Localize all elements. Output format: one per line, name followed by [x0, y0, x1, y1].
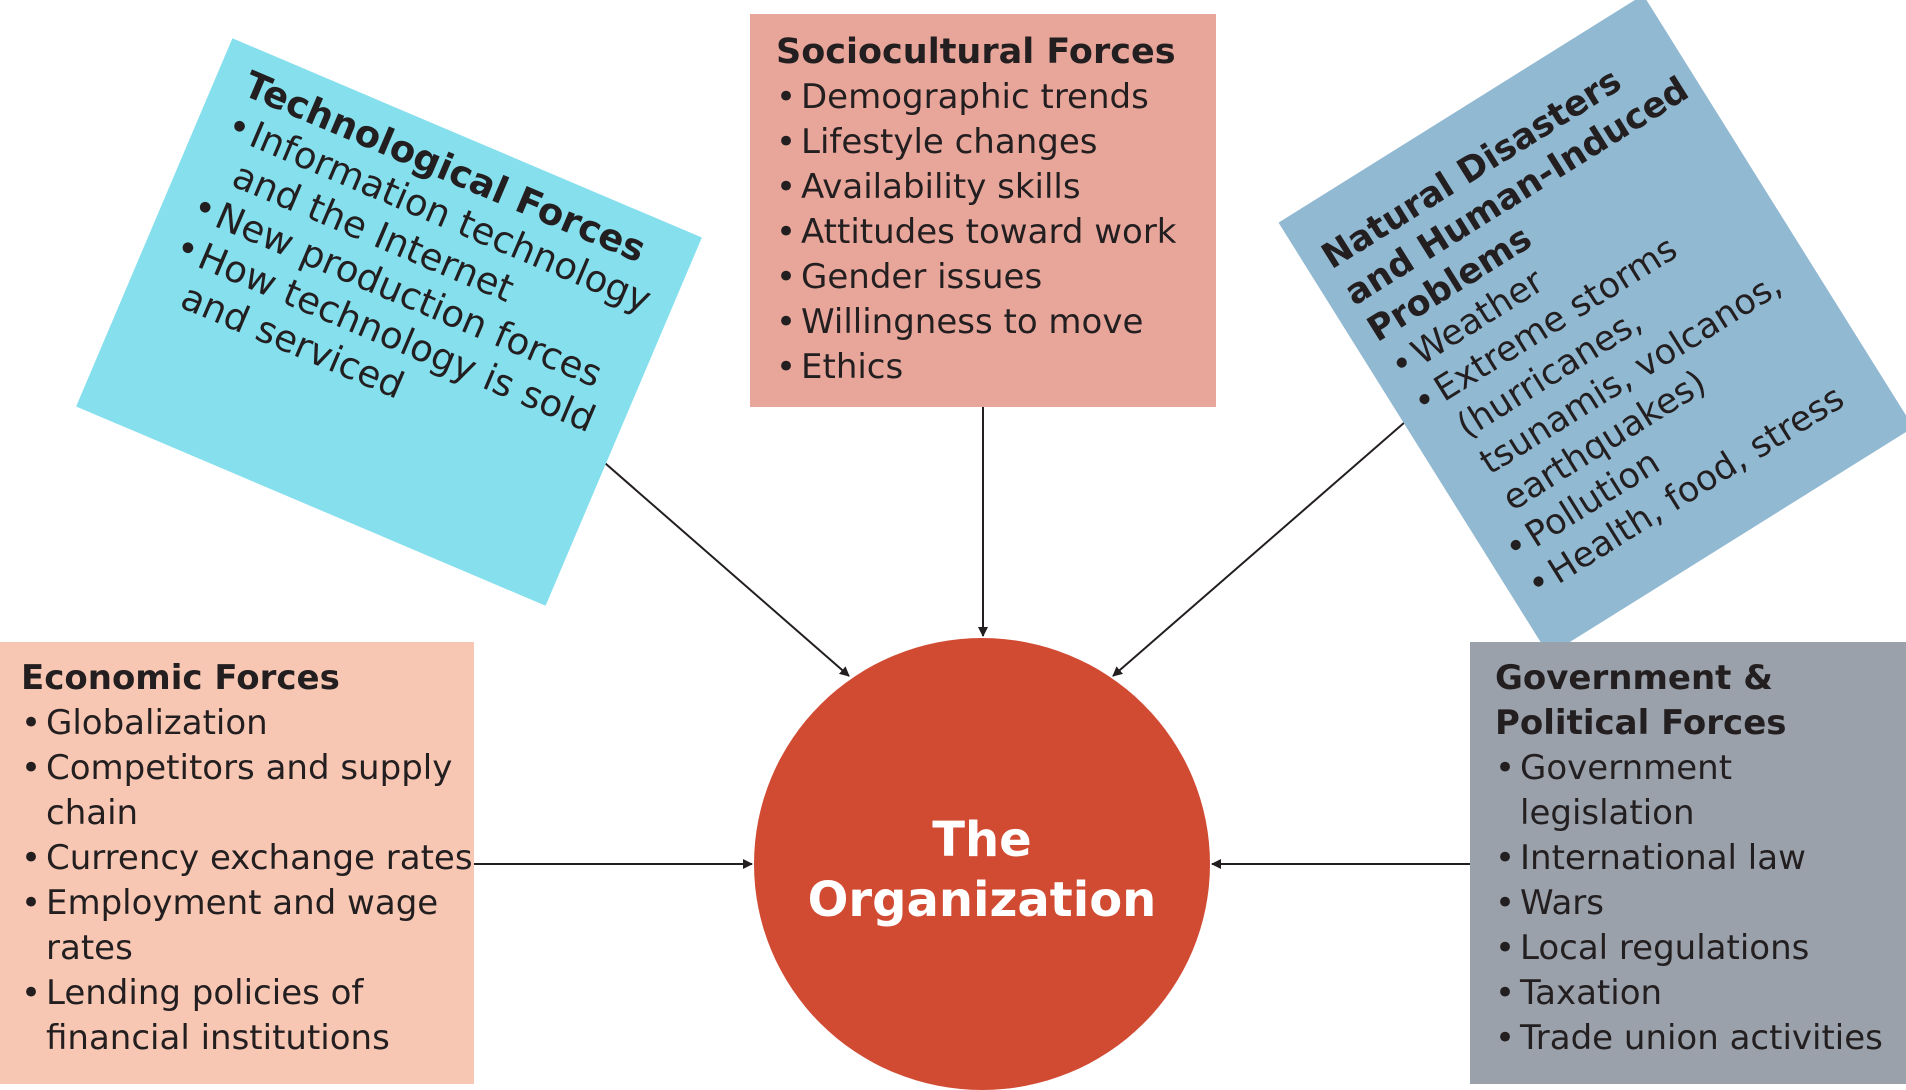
government-political-forces-box: Government & Political Forces Government…	[1470, 642, 1906, 1084]
sociocultural-forces-title: Sociocultural Forces	[776, 32, 1176, 72]
arrow-natural	[1112, 421, 1406, 677]
list-item: Willingness to move	[776, 300, 1216, 345]
list-item: Competitors and supply chain	[21, 746, 474, 836]
list-item: Wars	[1495, 881, 1906, 926]
list-item: Local regulations	[1495, 926, 1906, 971]
list-item: Lifestyle changes	[776, 120, 1216, 165]
government-political-forces-list: Government legislation International law…	[1495, 746, 1906, 1061]
list-item: Government legislation	[1495, 746, 1906, 836]
sociocultural-forces-box: Sociocultural Forces Demographic trends …	[750, 14, 1216, 407]
organization-label: The Organization	[808, 810, 1157, 930]
list-item: Gender issues	[776, 255, 1216, 300]
list-item: Taxation	[1495, 971, 1906, 1016]
economic-forces-list: Globalization Competitors and supply cha…	[21, 701, 474, 1061]
list-item: Globalization	[21, 701, 474, 746]
organization-circle: The Organization	[754, 638, 1210, 1090]
list-item: International law	[1495, 836, 1906, 881]
economic-forces-box: Economic Forces Globalization Competitor…	[0, 642, 474, 1084]
organization-label-line-2: Organization	[807, 872, 1157, 928]
arrow-technological	[589, 449, 850, 677]
sociocultural-forces-list: Demographic trends Lifestyle changes Ava…	[776, 75, 1216, 390]
list-item: Ethics	[776, 345, 1216, 390]
list-item: Availability skills	[776, 165, 1216, 210]
list-item: Trade union activities	[1495, 1016, 1906, 1061]
economic-forces-title: Economic Forces	[21, 658, 340, 698]
list-item: Demographic trends	[776, 75, 1216, 120]
list-item: Currency exchange rates	[21, 836, 474, 881]
organization-label-line-1: The	[932, 812, 1032, 868]
list-item: Employment and wage rates	[21, 881, 474, 971]
list-item: Attitudes toward work	[776, 210, 1216, 255]
list-item: Lending policies of financial institutio…	[21, 971, 474, 1061]
government-political-forces-title: Government & Political Forces	[1495, 658, 1787, 743]
